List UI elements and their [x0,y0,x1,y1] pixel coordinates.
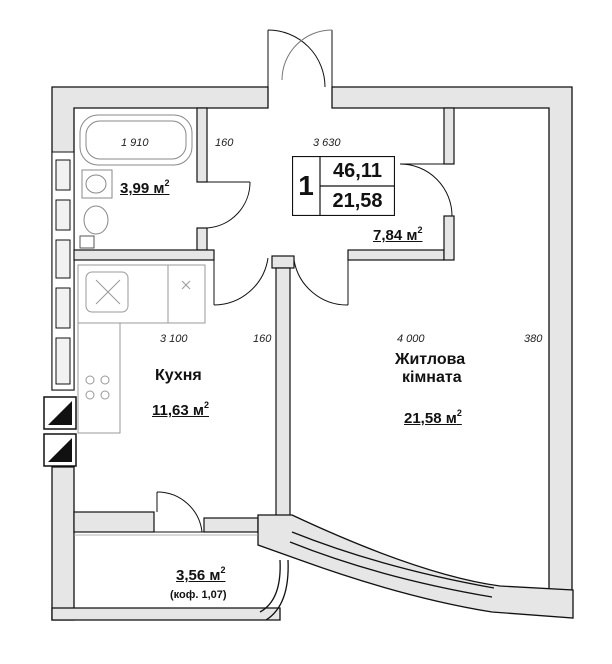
interior-partitions [73,107,455,533]
dim-hallway-width: 3 630 [313,137,341,149]
apartment-summary: 1 46,11 21,58 [292,156,395,216]
dim-outer-wall: 380 [524,333,543,345]
dim-kitchen-width: 3 100 [160,333,188,345]
left-window-column [51,151,75,391]
kitchen-door [213,255,269,306]
toilet [83,205,109,235]
hall-living-door [293,255,349,306]
kitchen-name: Кухня [155,367,202,384]
sink [81,169,113,199]
balcony-area: 3,56 м2 [176,565,226,584]
curved-balcony-wall [257,514,574,621]
balcony-door [156,491,203,533]
wall-bottom-balcony [51,607,281,621]
bathroom-area: 3,99 м2 [120,178,170,197]
stove-column [77,322,121,434]
hallway-area: 7,84 м2 [373,225,423,244]
total-area: 46,11 [333,159,382,182]
living-room-door [399,163,454,217]
bathroom-door [206,181,251,229]
kitchen-sink [85,271,129,313]
living-area: 21,58 [332,189,383,212]
badge-frame [292,156,395,216]
living-room-area: 21,58 м2 [404,408,462,427]
balcony-coefficient: (коф. 1,07) [170,589,227,601]
kitchen-area: 11,63 м2 [152,400,209,419]
bathroom-fixtures [79,114,193,249]
kitchen-fixtures [77,264,206,434]
bathtub [79,114,193,166]
counter-top [77,264,206,324]
living-room-name-line2: кімната [402,369,462,386]
living-room-name-line1: Житлова [395,351,466,368]
dim-partition-mid: 160 [253,333,272,345]
wall-left-lower [51,466,75,621]
rooms-count: 1 [298,170,314,201]
dim-partition-top: 160 [215,137,234,149]
entrance-door [267,29,333,88]
dim-bathroom-width: 1 910 [121,137,149,149]
dim-living-width: 4 000 [397,333,425,345]
structural-columns [43,396,77,467]
